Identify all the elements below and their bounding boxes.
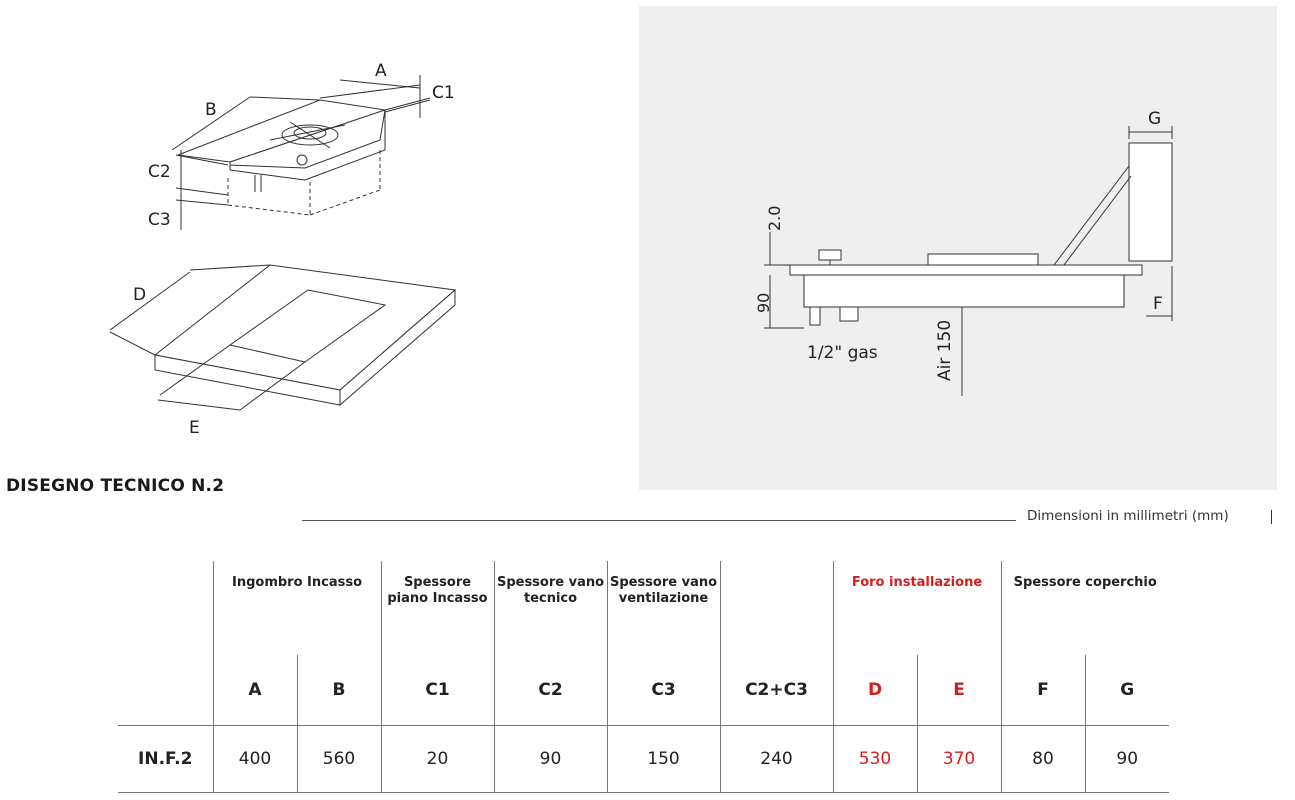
side-view-drawing: G F 1/2" gas 2.0 90 Air 150 [754, 109, 1173, 396]
col-label: A [212, 655, 297, 726]
cell-value: 560 [296, 725, 381, 793]
units-separator [1271, 510, 1272, 524]
table-row: IN.F.2 400 560 20 90 150 240 530 370 80 … [118, 725, 1169, 793]
divider-line [302, 520, 1016, 521]
label-C2: C2 [148, 162, 171, 182]
cell-value: 20 [380, 725, 494, 793]
cell-value: 530 [832, 725, 917, 793]
cell-value: 90 [1084, 725, 1169, 793]
col-label: C1 [380, 655, 494, 726]
group-spessore-piano: Spessore piano Incasso [380, 561, 494, 655]
label-E: E [189, 418, 200, 438]
label-C1: C1 [432, 83, 455, 103]
label-G: G [1148, 109, 1161, 129]
col-label: C3 [606, 655, 720, 726]
label-B: B [205, 100, 217, 120]
group-spessore-tecnico: Spessore vano tecnico [493, 561, 607, 655]
group-foro: Foro installazione [832, 561, 1001, 655]
col-label: C2+C3 [719, 655, 833, 726]
label-C3: C3 [148, 210, 171, 230]
col-label: F [1000, 655, 1085, 726]
label-gas: 1/2" gas [807, 343, 878, 363]
col-label: C2 [493, 655, 607, 726]
group-spessore-ventilazione: Spessore vano ventilazione [606, 561, 720, 655]
label-ninety: 90 [754, 293, 773, 313]
col-label: E [916, 655, 1001, 726]
col-label: D [832, 655, 917, 726]
cell-value: 150 [606, 725, 720, 793]
section-title: DISEGNO TECNICO N.2 [6, 476, 225, 496]
row-name: IN.F.2 [118, 725, 213, 793]
side-view-panel: G F 1/2" gas 2.0 90 Air 150 [639, 6, 1277, 490]
label-two: 2.0 [765, 206, 784, 231]
cell-value: 90 [493, 725, 607, 793]
units-note: Dimensioni in millimetri (mm) [1027, 508, 1229, 524]
label-A: A [375, 61, 387, 81]
label-air: Air 150 [935, 320, 955, 381]
group-coperchio: Spessore coperchio [1000, 561, 1169, 655]
label-F: F [1153, 294, 1163, 314]
cell-value: 80 [1000, 725, 1085, 793]
cell-value: 400 [212, 725, 297, 793]
cell-value: 240 [719, 725, 833, 793]
group-ingombro: Ingombro Incasso [212, 561, 381, 655]
col-label: B [296, 655, 381, 726]
isometric-drawing: A C1 B C2 C3 D E [109, 61, 457, 438]
spec-table: Ingombro Incasso Spessore piano Incasso … [118, 561, 1169, 793]
label-D: D [133, 285, 146, 305]
cell-value: 370 [916, 725, 1001, 793]
col-label: G [1084, 655, 1169, 726]
